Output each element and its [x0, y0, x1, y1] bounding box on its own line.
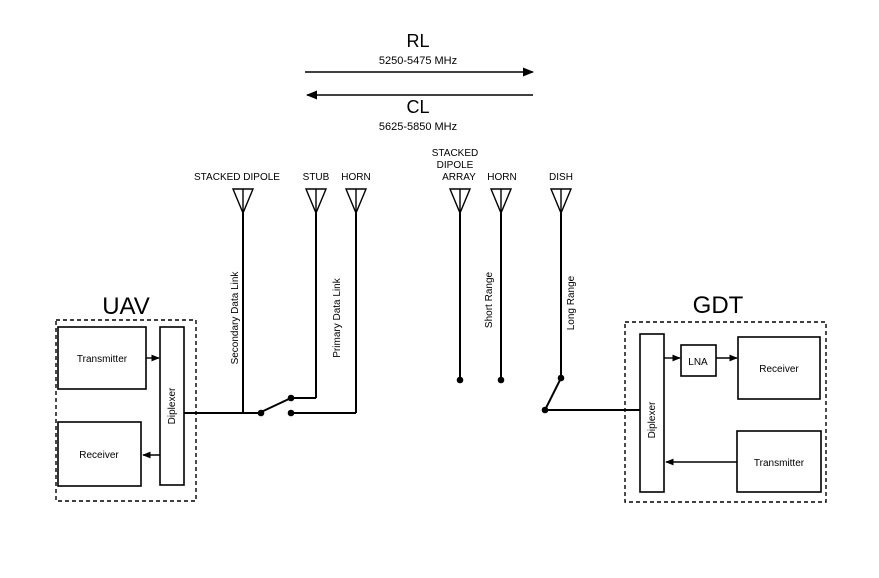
uav-switch-contact-stub — [287, 394, 295, 402]
short-range-label: Short Range — [484, 271, 495, 328]
stacked-dipole-array-label-2: DIPOLE — [437, 160, 474, 171]
gdt-transmitter-label: Transmitter — [754, 458, 805, 469]
uav-transmitter-block — [57, 326, 147, 390]
uav-switch-arm — [258, 397, 292, 414]
gdt-receiver-label: Receiver — [759, 364, 799, 375]
uav-switch-pivot — [257, 409, 265, 417]
short-range-array-contact — [456, 376, 464, 384]
rl-frequency: 5250-5475 MHz — [379, 55, 457, 67]
rl-label: RL — [406, 31, 429, 51]
gdt-diplexer-block — [639, 333, 665, 493]
primary-data-link-label: Primary Data Link — [332, 277, 343, 357]
stacked-dipole-label: STACKED DIPOLE — [194, 172, 280, 183]
uav-switch-contact-horn — [287, 409, 295, 417]
gdt-receiver-block — [737, 336, 821, 400]
gdt-diplexer-label: Diplexer — [647, 401, 658, 438]
horn-uav-label: HORN — [341, 172, 370, 183]
cl-label: CL — [406, 97, 429, 117]
uav-transmitter-label: Transmitter — [77, 354, 128, 365]
long-range-label: Long Range — [566, 275, 577, 330]
short-range-horn-contact — [497, 376, 505, 384]
uav-diplexer-label: Diplexer — [167, 387, 178, 424]
gdt-transmitter-block — [736, 430, 822, 493]
stub-label: STUB — [303, 172, 330, 183]
uav-receiver-block — [57, 421, 142, 487]
horn-gdt-label: HORN — [487, 172, 516, 183]
gdt-enclosure — [624, 321, 827, 503]
stacked-dipole-array-label-1: STACKED — [432, 148, 479, 159]
gdt-switch-arm — [544, 377, 562, 411]
secondary-data-link-label: Secondary Data Link — [230, 271, 241, 365]
uav-title: UAV — [102, 293, 150, 320]
gdt-title: GDT — [693, 292, 744, 319]
cl-frequency: 5625-5850 MHz — [379, 121, 457, 133]
gdt-lna-label: LNA — [688, 357, 708, 368]
stacked-dipole-array-label-3: ARRAY — [442, 172, 476, 183]
dish-label: DISH — [549, 172, 573, 183]
uav-enclosure — [55, 319, 197, 502]
uav-diplexer-block — [159, 326, 185, 486]
gdt-lna-block — [680, 344, 717, 377]
uav-receiver-label: Receiver — [79, 450, 119, 461]
